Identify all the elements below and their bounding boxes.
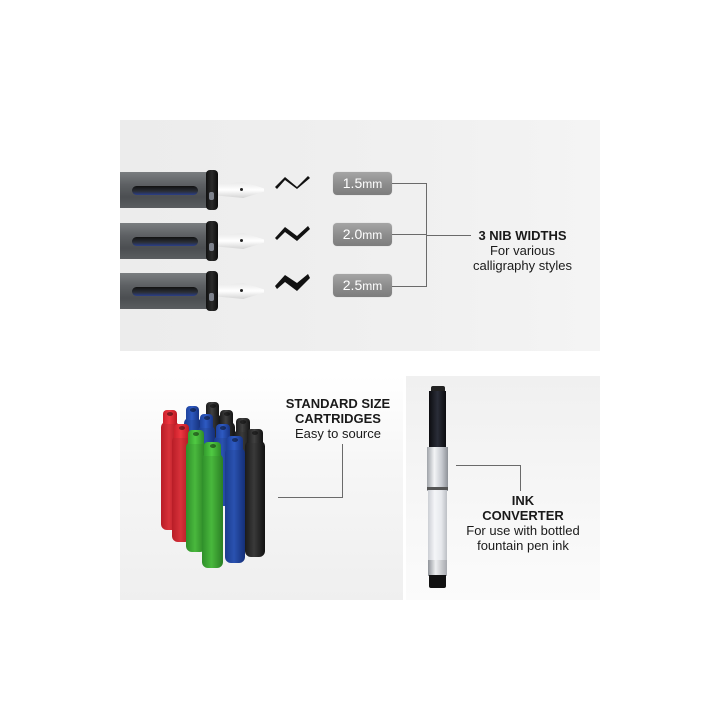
caption-title: CARTRIDGES — [295, 411, 381, 426]
nib-widths-caption: 3 NIB WIDTHS For various calligraphy sty… — [460, 228, 585, 273]
pen-nib — [218, 182, 264, 198]
cartridges-caption: STANDARD SIZE CARTRIDGES Easy to source — [278, 396, 398, 441]
nib-width-badge-1: 1.5mm — [333, 172, 392, 195]
converter-caption: INK CONVERTER For use with bottled fount… — [456, 493, 590, 553]
nib-width-unit: mm — [362, 279, 383, 293]
nib-width-badge-3: 2.5mm — [333, 274, 392, 297]
cartridges-panel: STANDARD SIZE CARTRIDGES Easy to source — [120, 376, 403, 600]
caption-text: Easy to source — [295, 426, 381, 441]
bracket-line — [392, 183, 426, 184]
nib-widths-panel: 1.5mm 2.0mm 2.5mm 3 NIB WIDTHS For vario… — [120, 120, 600, 351]
pen-ring — [206, 221, 218, 261]
nib-width-unit: mm — [362, 228, 383, 242]
nib-width-value: 2.0 — [342, 226, 363, 242]
bracket-line — [392, 234, 426, 235]
connector-line — [456, 465, 520, 466]
nib-stroke-1-icon — [275, 176, 310, 189]
pen-grip — [120, 273, 216, 309]
pen-ring — [206, 170, 218, 210]
pen-image-2 — [120, 221, 270, 261]
nib-width-value: 1.5 — [342, 175, 363, 191]
connector-line — [278, 497, 343, 498]
pen-grip — [120, 172, 216, 208]
pen-image-1 — [120, 170, 270, 210]
caption-title: CONVERTER — [482, 508, 564, 523]
bracket-line — [392, 286, 426, 287]
pen-ring — [206, 271, 218, 311]
pen-nib — [218, 233, 264, 249]
bracket-line — [426, 235, 471, 236]
caption-text: For use with bottled — [466, 523, 580, 538]
nib-width-badge-2: 2.0mm — [333, 223, 392, 246]
pen-image-3 — [120, 271, 270, 311]
caption-title: INK — [511, 493, 535, 508]
caption-title: STANDARD SIZE — [285, 396, 391, 411]
caption-text: For various — [489, 243, 556, 258]
connector-line — [520, 465, 521, 491]
caption-title: 3 NIB WIDTHS — [478, 228, 567, 243]
caption-text: calligraphy styles — [473, 258, 572, 273]
pen-nib — [218, 283, 264, 299]
converter-panel: INK CONVERTER For use with bottled fount… — [406, 376, 600, 600]
nib-stroke-2-icon — [275, 226, 310, 241]
nib-width-value: 2.5 — [342, 277, 363, 293]
connector-line — [342, 444, 343, 498]
pen-grip — [120, 223, 216, 259]
caption-text: fountain pen ink — [477, 538, 569, 553]
nib-stroke-3-icon — [275, 274, 310, 291]
nib-width-unit: mm — [362, 177, 383, 191]
